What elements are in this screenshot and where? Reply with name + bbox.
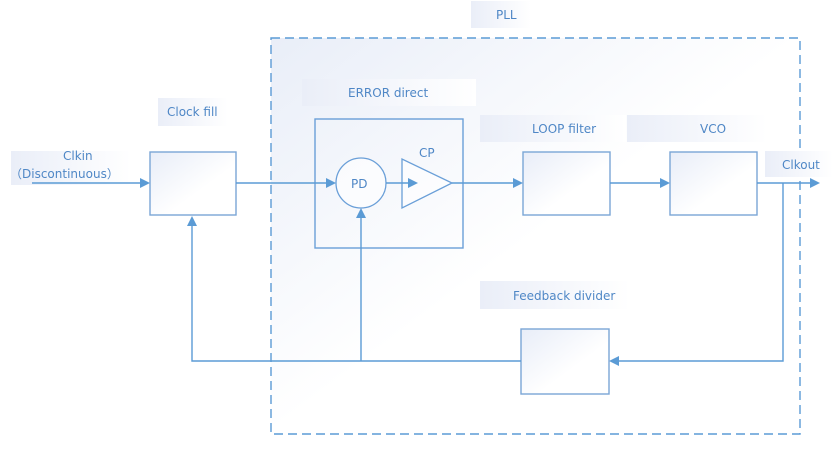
loop-filter-label-group: LOOP filter [480,115,626,142]
arrow-clockfill-in [140,178,150,188]
cp-label: CP [419,146,435,160]
feedback-divider-label: Feedback divider [513,289,615,303]
feedback-divider-label-group: Feedback divider [480,281,630,309]
arrow-pd-feedback-in [356,208,366,218]
arrow-cp-in [408,178,418,188]
wire-feedback-to-loop [191,226,521,362]
clkin-note-label: （Discontinuous） [10,167,119,181]
vco-block [669,151,758,216]
clock-fill-block [149,151,237,216]
loop-filter-label: LOOP filter [532,122,596,136]
loop-filter-block [522,151,611,216]
vco-label: VCO [700,122,726,136]
vco-label-group: VCO [627,115,767,142]
arrow-loopfilter-in [513,178,523,188]
feedback-divider-block [520,328,610,395]
arrow-pd-in [326,178,336,188]
arrow-clockfill-feedback-in [187,216,197,226]
clkin-label: Clkin [63,149,93,163]
pd-label: PD [351,177,367,191]
clock-fill-label-group: Clock fill [158,98,228,126]
clkin-label-group: Clkin （Discontinuous） [10,149,131,185]
clock-fill-label: Clock fill [167,105,218,119]
arrow-clkout [810,178,820,188]
arrow-feedback-in [609,356,619,366]
error-direct-label: ERROR direct [348,86,428,100]
signal-wires [32,178,820,366]
pll-label: PLL [496,8,517,22]
clkout-label: Clkout [782,158,820,172]
error-direct-label-group: ERROR direct [302,79,476,106]
clkout-label-group: Clkout [765,151,833,177]
wire-clkout-to-feedback [617,183,784,362]
pll-label-group: PLL [471,1,531,28]
arrow-vco-in [660,178,670,188]
